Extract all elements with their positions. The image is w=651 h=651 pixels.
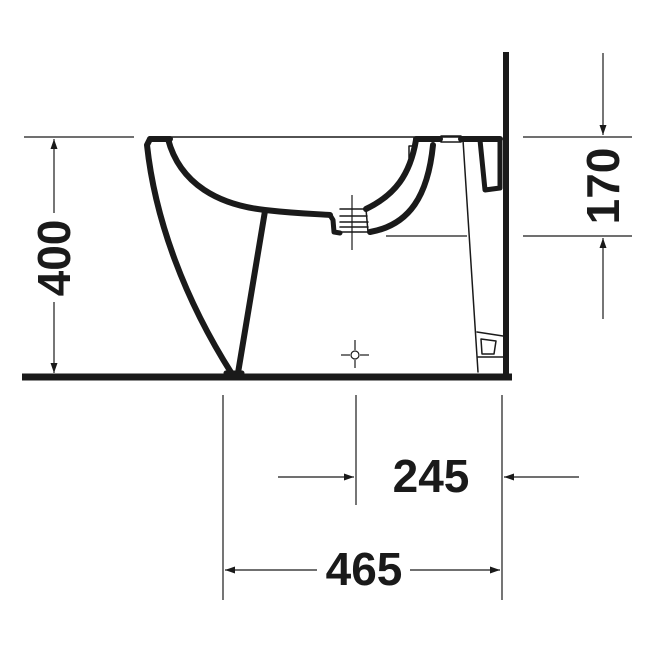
dimension-400: [24, 136, 134, 373]
extension-lines: [222, 395, 503, 600]
dimension-400-label: 400: [28, 220, 80, 297]
dimension-170-label: 170: [577, 148, 629, 225]
dimension-245-label: 245: [393, 450, 470, 502]
dimension-465-label: 465: [326, 543, 403, 595]
bidet-body: [144, 135, 504, 377]
floor-fixing-crosshair: [341, 340, 369, 368]
outlet-centerline: [351, 195, 467, 250]
dimension-170: [523, 53, 632, 319]
